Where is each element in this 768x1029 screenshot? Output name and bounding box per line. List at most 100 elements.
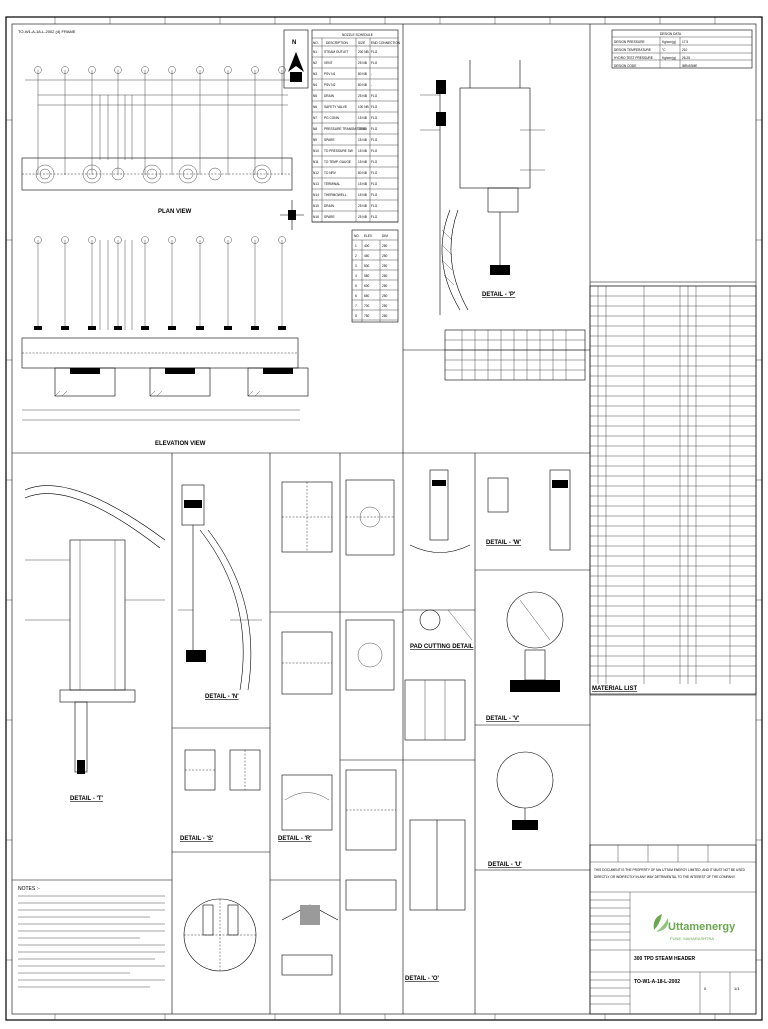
schedule-cell: TERMINAL — [324, 182, 340, 186]
design-cell: DESIGN PRESSURE — [614, 40, 645, 44]
schedule-cell: - — [371, 72, 372, 76]
schedule-cell: N2 — [313, 61, 317, 65]
schedule-cell: 15 NB — [358, 149, 367, 153]
schedule-cell: N8 — [313, 127, 317, 131]
schedule-cell: SAFETY VALVE — [324, 105, 347, 109]
section-dividers — [12, 24, 756, 1014]
elev-cell: 700 — [364, 304, 370, 308]
elev-cell: 250 — [382, 264, 388, 268]
schedule-cell: 15 NB — [358, 160, 367, 164]
schedule-cell: N13 — [313, 182, 319, 186]
schedule-cell: FLG — [371, 105, 378, 109]
schedule-title: NOZZLE SCHEDULE — [342, 33, 373, 37]
schedule-cell: FLG — [371, 204, 378, 208]
elev-cell: 5 — [355, 284, 357, 288]
elev-cell: 400 — [364, 244, 370, 248]
bottom-weld-detail — [281, 904, 339, 976]
schedule-cell: PG CONN — [324, 116, 340, 120]
drawing-number: TO-W1-A-18-L-2002 — [634, 979, 680, 985]
ownership-line-1: THIS DOCUMENT IS THE PROPERTY OF M/s UTT… — [594, 868, 746, 872]
schedule-cell: 25 NB — [358, 204, 367, 208]
design-cell: DESIGN CODE — [614, 64, 636, 68]
elev-cell: 550 — [364, 274, 370, 278]
north-label: N — [292, 40, 296, 46]
revision: 0 — [704, 986, 707, 991]
schedule-cell: - — [371, 83, 372, 87]
material-list — [589, 285, 757, 695]
schedule-cell: 25 NB — [358, 94, 367, 98]
schedule-cell: DRAIN — [324, 204, 335, 208]
elev-cell: 4 — [355, 274, 357, 278]
schedule-cell: STEAM OUTLET — [324, 50, 348, 54]
outer-frame — [5, 16, 763, 1021]
schedule-cell: 80 NB — [358, 72, 367, 76]
detail-t-drawing — [24, 485, 166, 774]
elev-cell: 2 — [355, 254, 357, 258]
schedule-cell: 15 NB — [358, 127, 367, 131]
detail-r-title: DETAIL - 'R' — [278, 836, 312, 842]
elev-cell: 3 — [355, 264, 357, 268]
schedule-cell: FLG — [371, 50, 378, 54]
schedule-cell: N6 — [313, 105, 317, 109]
schedule-cell: FLG — [371, 193, 378, 197]
elev-cell: 650 — [364, 294, 370, 298]
elev-cell: 250 — [382, 274, 388, 278]
schedule-cell: SPARE — [324, 215, 335, 219]
design-cell: HYDRO TEST PRESSURE — [614, 56, 653, 60]
brand-sub: PUNE, MAHARASHTRA — [670, 936, 714, 941]
detail-v-title: DETAIL - 'V' — [486, 716, 520, 722]
elev-cell: 500 — [364, 264, 370, 268]
material-list-title: MATERIAL LIST — [592, 686, 637, 692]
detail-t-title: DETAIL - 'T' — [70, 796, 104, 802]
elev-cell: 250 — [382, 304, 388, 308]
schedule-cell: N9 — [313, 138, 317, 142]
ownership-line-2: DIRECTLY OR INDIRECTLY IN ANY WAY DETRIM… — [594, 875, 736, 879]
schedule-cell: N10 — [313, 149, 319, 153]
schedule-cell: N7 — [313, 116, 317, 120]
elev-cell: 1 — [355, 244, 357, 248]
schedule-cell: THERMOWELL — [324, 193, 347, 197]
elev-cell: 7 — [355, 304, 357, 308]
design-cell: 17.5 — [682, 40, 688, 44]
elev-cell: 250 — [382, 284, 388, 288]
schedule-col-no: NO. — [313, 41, 319, 45]
schedule-cell: 200 NB — [358, 50, 369, 54]
elev-cell: 750 — [364, 314, 370, 318]
elev-cell: 250 — [382, 254, 388, 258]
nozzle-schedule: NOZZLE SCHEDULE NO. DESCRIPTION SIZE END… — [311, 29, 401, 223]
schedule-cell: 15 NB — [358, 193, 367, 197]
schedule-cell: N11 — [313, 160, 319, 164]
company-logo: Uttamenergy PUNE, MAHARASHTRA — [653, 914, 736, 941]
design-cell: °C — [662, 48, 666, 52]
detail-w-title: DETAIL - 'W' — [486, 540, 522, 546]
elev-cell: 6 — [355, 294, 357, 298]
schedule-cell: 100 NB — [358, 105, 369, 109]
elev-header-2: DIM — [382, 234, 388, 238]
schedule-cell: N14 — [313, 193, 319, 197]
design-cell: IBR/ASME — [682, 64, 697, 68]
schedule-cell: N12 — [313, 171, 319, 175]
schedule-cell: FLG — [371, 94, 378, 98]
design-cell: 26.25 — [682, 56, 690, 60]
schedule-cell: TO NRV — [324, 171, 337, 175]
design-cell: DESIGN TEMPERATURE — [614, 48, 651, 52]
drawing-title: 300 TPD STEAM HEADER — [634, 956, 696, 962]
schedule-cell: FLG — [371, 138, 378, 142]
schedule-cell: 15 NB — [358, 138, 367, 142]
schedule-cell: FLG — [371, 182, 378, 186]
elevation-view — [21, 236, 309, 421]
pad-cut-title: PAD CUTTING DETAIL — [410, 644, 474, 650]
design-cell: Kg/cm²(g) — [662, 56, 676, 60]
schedule-cell: N15 — [313, 204, 319, 208]
schedule-cell: N16 — [313, 215, 319, 219]
elev-header-0: NO. — [354, 234, 360, 238]
reinforcement-plates — [281, 479, 397, 911]
schedule-cell: PRESSURE TRANSMITTER — [324, 127, 366, 131]
schedule-cell: FLG — [371, 61, 378, 65]
schedule-cell: SPARE — [324, 138, 335, 142]
schedule-cell: 80 NB — [358, 171, 367, 175]
title-block: THIS DOCUMENT IS THE PROPERTY OF M/s UTT… — [589, 844, 757, 1015]
design-data-title: DESIGN DATA — [660, 32, 682, 36]
